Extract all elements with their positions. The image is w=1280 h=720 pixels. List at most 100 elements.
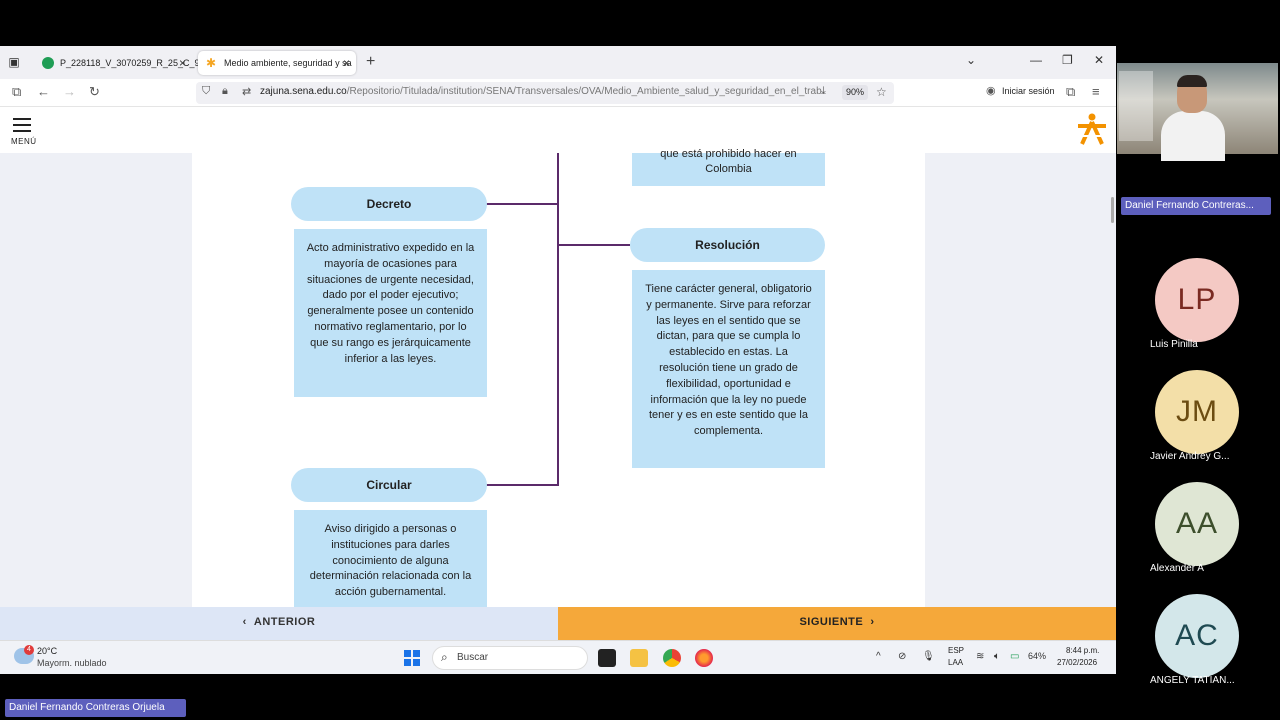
firefox-icon[interactable] [695,649,713,667]
hamburger-menu-icon[interactable]: ≡ [1092,84,1100,99]
url-path: /Repositorio/Titulada/institution/SENA/T… [346,86,822,97]
microphone-icon[interactable]: 🎙︎ [922,651,935,662]
task-view-icon[interactable] [598,649,616,667]
pager-nav: ‹ ANTERIOR SIGUIENTE › [0,607,1116,640]
circular-description: Aviso dirigido a personas o institucione… [294,510,487,610]
document-favicon-icon [42,57,54,69]
windows-start-icon[interactable] [404,650,420,666]
participant-avatar-aa[interactable]: AA [1155,482,1239,566]
speaker-video[interactable] [1117,63,1278,161]
hamburger-icon [13,118,31,136]
background-window [1119,71,1153,141]
close-window-icon[interactable]: ✕ [1094,53,1105,67]
zoom-level[interactable]: 90% [842,85,869,100]
decreto-description: Acto administrativo expedido en la mayor… [294,229,487,397]
connector-circular [486,484,558,486]
clock-time[interactable]: 8:44 p.m. [1066,646,1100,655]
shield-icon[interactable]: ⛉ [202,85,211,97]
previous-item-description: que está prohibido hacer en Colombia [632,148,825,186]
search-placeholder: Buscar [457,652,489,663]
tab-medio-ambiente[interactable]: ✱ Medio ambiente, seguridad y sa × [198,51,356,75]
connector-vertical [557,153,559,486]
concept-map: que está prohibido hacer en Colombia Dec… [192,148,925,610]
participant-name: Alexander A [1150,563,1204,574]
participant-avatar-ac[interactable]: AC [1155,594,1239,678]
decreto-title: Decreto [291,187,487,221]
volume-icon[interactable]: 🔈︎ [994,651,1000,662]
previous-label: ANTERIOR [253,616,316,628]
participant-avatar-jm[interactable]: JM [1155,370,1239,454]
nav-bar: ⧉ ← → ↻ ⛉ 🔒︎ ⇄ zajuna.sena.edu.co/Reposi… [0,79,1116,107]
extensions-icon[interactable]: ⧉ [12,84,22,99]
lock-icon[interactable]: 🔒︎ [222,85,228,97]
chrome-icon[interactable] [663,649,681,667]
participant-name: Javier Andrey G... [1150,451,1230,462]
page-body: que está prohibido hacer en Colombia Dec… [0,148,1116,610]
forward-arrow-icon[interactable]: → [63,84,76,99]
minimize-icon[interactable]: — [1030,53,1042,67]
participant-name: Luis Pinilla [1150,339,1198,350]
input-language-sub[interactable]: LAA [948,658,964,667]
reload-icon[interactable]: ↻ [89,84,100,99]
new-tab-plus-icon[interactable]: + [366,53,376,70]
tab-title: Medio ambiente, seguridad y sa [224,58,352,68]
battery-percent[interactable]: 64% [1028,651,1047,661]
battery-icon[interactable]: ▭ [1010,651,1020,662]
sena-favicon-icon: ✱ [206,56,217,70]
chevron-right-icon: › [863,616,875,628]
previous-button[interactable]: ‹ ANTERIOR [0,607,558,640]
menu-label: MENÚ [11,137,37,146]
clock-date[interactable]: 27/02/2026 [1057,658,1098,667]
browser-window: ▣ P_228118_V_3070259_R_25_C_9 × ✱ Medio … [0,46,1116,640]
extension-puzzle-icon[interactable]: ⧉ [1066,84,1076,99]
speaker-hair [1177,75,1207,87]
resolucion-description: Tiene carácter general, obligatorio y pe… [632,270,825,468]
tab-document[interactable]: P_228118_V_3070259_R_25_C_9 × [34,51,199,75]
url-domain: zajuna.sena.edu.co [260,86,347,97]
participant-name: ANGELY TATIAN... [1150,675,1235,686]
back-arrow-icon[interactable]: ← [37,84,50,99]
resolucion-title: Resolución [630,228,825,262]
search-icon: ⌕ [441,650,448,664]
connector-decreto [486,203,558,205]
tray-chevron-up-icon[interactable]: ^ [876,651,881,662]
tab-bar: ▣ P_228118_V_3070259_R_25_C_9 × ✱ Medio … [0,46,1116,79]
wifi-icon[interactable]: ≋ [976,651,985,662]
permissions-icon[interactable]: ⇄ [242,86,252,98]
chevron-down-icon[interactable]: ⌄ [966,53,977,67]
file-explorer-icon[interactable] [630,649,648,667]
bookmark-star-icon[interactable]: ☆ [876,85,887,99]
weather-temperature[interactable]: 20°C [37,646,58,656]
restore-icon[interactable]: ❐ [1062,53,1073,67]
participant-avatar-lp[interactable]: LP [1155,258,1239,342]
circular-title: Circular [291,468,487,502]
camera-off-icon[interactable]: ⊘ [898,651,907,662]
weather-alert-badge: 4 [24,645,34,655]
speaker-name-tag: Daniel Fernando Contreras... [1121,197,1271,215]
presenter-name-tag: Daniel Fernando Contreras Orjuela [5,699,186,717]
close-tab-icon[interactable]: × [342,56,350,70]
next-button[interactable]: SIGUIENTE › [558,607,1116,640]
menu-button[interactable]: MENÚ [10,116,40,146]
download-icon[interactable]: ⤓ [821,85,826,97]
url-text[interactable]: zajuna.sena.edu.co/Repositorio/Titulada/… [260,86,822,97]
tab-title: P_228118_V_3070259_R_25_C_9 [60,58,200,68]
account-icon[interactable]: ◉ [986,85,996,97]
close-tab-icon[interactable]: × [178,56,186,70]
speaker-body [1161,111,1225,161]
page-scrollbar[interactable] [1111,197,1114,223]
previous-item-text: que está prohibido hacer en Colombia [660,148,797,175]
connector-resolucion [558,244,630,246]
sena-logo-icon [1078,113,1106,145]
weather-description[interactable]: Mayorm. nublado [37,658,107,668]
next-label: SIGUIENTE [799,616,864,628]
input-language[interactable]: ESP [948,646,965,655]
windows-taskbar: 4 20°C Mayorm. nublado ⌕ Buscar ^ ⊘ 🎙︎ E… [0,640,1116,674]
chevron-left-icon: ‹ [242,616,254,628]
page-header: MENÚ [0,107,1116,153]
tab-list-icon[interactable]: ▣ [8,55,20,69]
signin-button[interactable]: Iniciar sesión [1002,86,1055,96]
address-bar[interactable]: ⛉ 🔒︎ ⇄ zajuna.sena.edu.co/Repositorio/Ti… [196,82,894,104]
taskbar-search[interactable]: ⌕ Buscar [432,646,588,670]
